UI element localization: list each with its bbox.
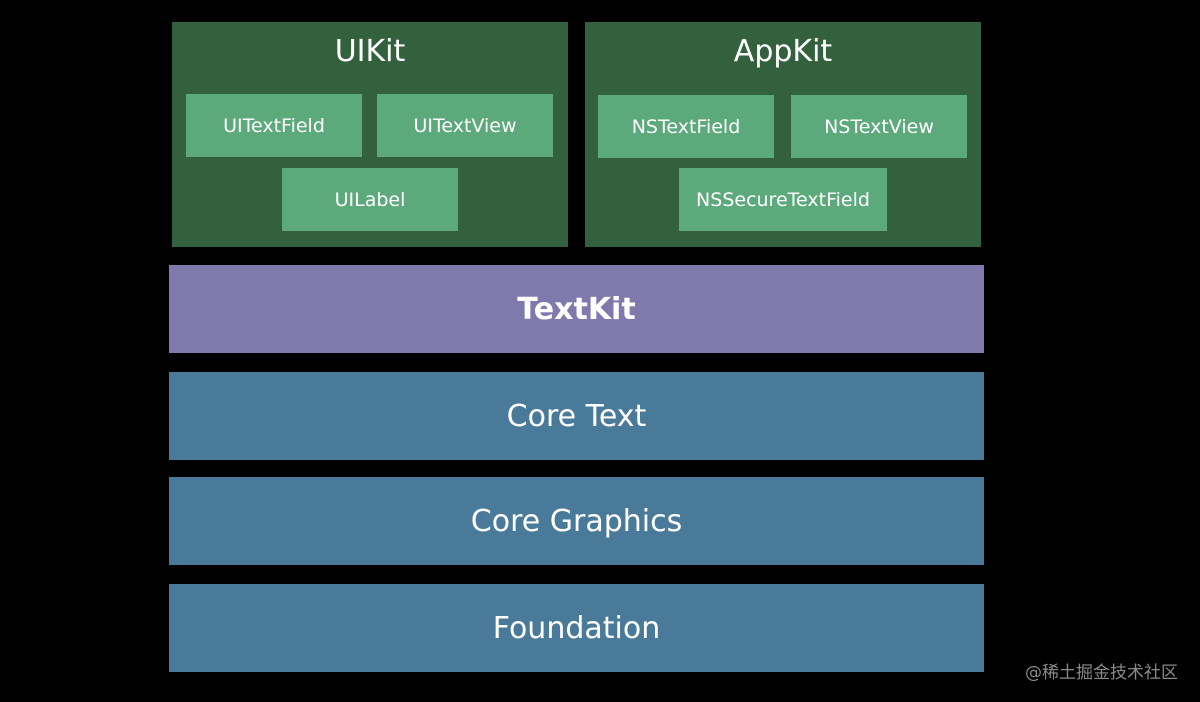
uitextview-box: UITextView bbox=[377, 94, 553, 157]
core-text-layer: Core Text bbox=[169, 372, 984, 460]
watermark-text: @稀土掘金技术社区 bbox=[1025, 663, 1178, 683]
nstextview-box: NSTextView bbox=[791, 95, 967, 158]
uilabel-box: UILabel bbox=[282, 168, 458, 231]
foundation-layer: Foundation bbox=[169, 584, 984, 672]
core-graphics-layer: Core Graphics bbox=[169, 477, 984, 565]
uikit-panel: UIKit UITextField UITextView UILabel bbox=[172, 22, 568, 247]
uikit-title: UIKit bbox=[334, 34, 406, 69]
textkit-layer: TextKit bbox=[169, 265, 984, 353]
appkit-title: AppKit bbox=[733, 34, 833, 69]
uitextfield-box: UITextField bbox=[186, 94, 362, 157]
nssecuretextfield-box: NSSecureTextField bbox=[679, 168, 887, 231]
appkit-panel: AppKit NSTextField NSTextView NSSecureTe… bbox=[585, 22, 981, 247]
nstextfield-box: NSTextField bbox=[598, 95, 774, 158]
